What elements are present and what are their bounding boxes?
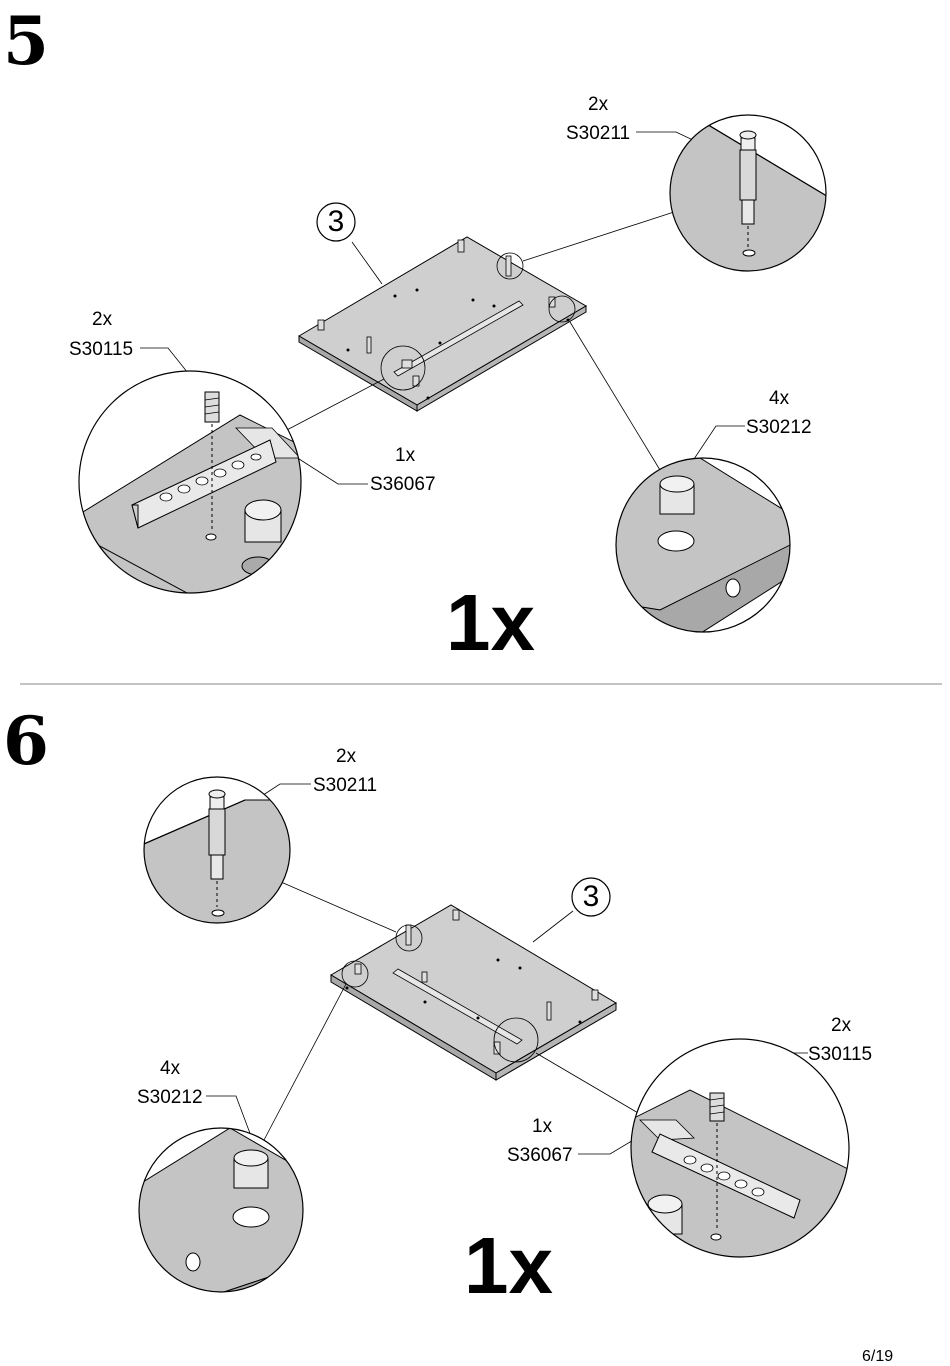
panel-3-step5 bbox=[298, 236, 587, 412]
zoom-cam-step6 bbox=[138, 1127, 304, 1293]
qty-label: 2x bbox=[831, 1015, 852, 1036]
panel-ref-circle-step6 bbox=[571, 877, 611, 917]
zoom-rail-step6 bbox=[630, 1038, 850, 1258]
qty-label: 2x bbox=[92, 309, 113, 330]
zoom-dowel-step6 bbox=[143, 776, 291, 924]
assembly-quantity-step6: 1x bbox=[464, 1221, 553, 1310]
qty-label: 2x bbox=[588, 94, 609, 115]
part-code-label: S30115 bbox=[808, 1044, 873, 1065]
panel-ref-circle-step5 bbox=[316, 202, 356, 242]
step-number-5: 5 bbox=[3, 2, 49, 80]
qty-label: 1x bbox=[395, 445, 416, 466]
panel-3-step6 bbox=[330, 904, 617, 1081]
step-6-drawing bbox=[138, 776, 850, 1293]
qty-label: 4x bbox=[160, 1058, 181, 1079]
zoom-dowel-step5 bbox=[669, 114, 827, 272]
part-code-label: S30212 bbox=[746, 417, 812, 438]
part-code-label: S36067 bbox=[507, 1145, 573, 1166]
panel-ref-number-step6: 3 bbox=[582, 880, 600, 913]
part-code-label: S30211 bbox=[566, 123, 631, 144]
page-number: 6/19 bbox=[862, 1348, 894, 1365]
qty-label: 2x bbox=[336, 746, 357, 767]
part-code-label: S30211 bbox=[313, 775, 378, 796]
panel-ref-number-step5: 3 bbox=[327, 205, 345, 238]
step-5-drawing bbox=[78, 114, 827, 633]
part-code-label: S30115 bbox=[69, 339, 134, 360]
part-code-label: S30212 bbox=[137, 1087, 203, 1108]
zoom-cam-step5 bbox=[615, 457, 791, 633]
qty-label: 1x bbox=[532, 1116, 553, 1137]
step-number-6: 6 bbox=[3, 702, 49, 780]
zoom-rail-step5 bbox=[78, 370, 302, 594]
assembly-quantity-step5: 1x bbox=[446, 578, 535, 667]
qty-label: 4x bbox=[769, 388, 790, 409]
part-code-label: S36067 bbox=[370, 474, 436, 495]
